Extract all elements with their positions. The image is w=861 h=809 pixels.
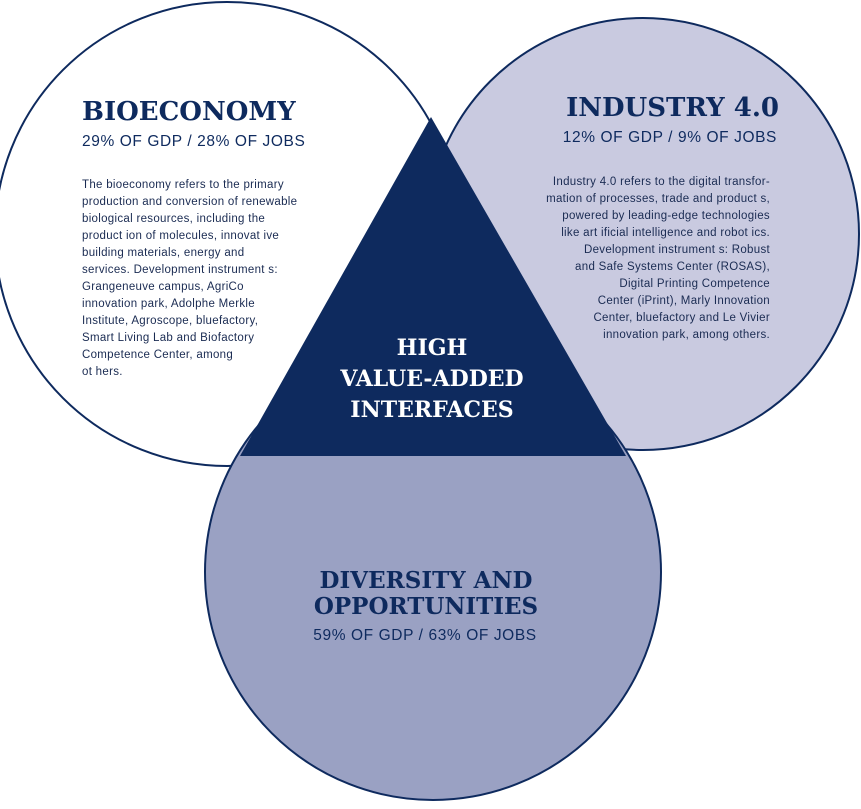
industry-line: and Safe Systems Center (ROSAS), bbox=[575, 261, 770, 273]
diversity-stats: 59% OF GDP / 63% OF JOBS bbox=[313, 627, 536, 644]
industry-description: Industry 4.0 refers to the digital trans… bbox=[546, 176, 770, 341]
bioeconomy-line: biological resources, including the bbox=[82, 213, 265, 225]
industry-line: powered by leading-edge technologies bbox=[562, 210, 770, 222]
bioeconomy-title: BIOECONOMY bbox=[82, 97, 296, 127]
industry-line: Digital Printing Competence bbox=[619, 278, 770, 290]
center-label: HIGH VALUE-ADDED INTERFACES bbox=[339, 335, 523, 423]
center-triangle bbox=[240, 117, 626, 456]
center-line: INTERFACES bbox=[350, 397, 513, 423]
industry-line: Industry 4.0 refers to the digital trans… bbox=[553, 176, 770, 188]
bioeconomy-line: product ion of molecules, innovat ive bbox=[82, 230, 279, 242]
bioeconomy-line: Competence Center, among bbox=[82, 349, 233, 361]
bioeconomy-line: Grangeneuve campus, AgriCo bbox=[82, 281, 244, 293]
bioeconomy-line: innovation park, Adolphe Merkle bbox=[82, 298, 255, 310]
diversity-title-line: DIVERSITY AND bbox=[320, 567, 533, 594]
bioeconomy-line: Smart Living Lab and Biofactory bbox=[82, 332, 254, 344]
diversity-title-line: OPPORTUNITIES bbox=[314, 593, 538, 620]
bioeconomy-description: The bioeconomy refers to the primary pro… bbox=[82, 179, 297, 378]
center-line: VALUE-ADDED bbox=[339, 366, 523, 392]
industry-stats: 12% OF GDP / 9% OF JOBS bbox=[563, 129, 777, 146]
bioeconomy-line: The bioeconomy refers to the primary bbox=[82, 179, 284, 191]
industry-line: Center, bluefactory and Le Vivier bbox=[593, 312, 770, 324]
center-line: HIGH bbox=[397, 335, 468, 361]
bioeconomy-line: ot hers. bbox=[82, 366, 123, 378]
industry-line: like art ificial intelligence and robot … bbox=[561, 227, 770, 239]
industry-line: mation of processes, trade and product s… bbox=[546, 193, 770, 205]
bioeconomy-line: production and conversion of renewable bbox=[82, 196, 297, 208]
bioeconomy-stats: 29% OF GDP / 28% OF JOBS bbox=[82, 133, 305, 150]
industry-title: INDUSTRY 4.0 bbox=[566, 93, 779, 123]
industry-line: Development instrument s: Robust bbox=[584, 244, 771, 256]
industry-line: Center (iPrint), Marly Innovation bbox=[598, 295, 770, 307]
bioeconomy-line: Institute, Agroscope, bluefactory, bbox=[82, 315, 258, 327]
bioeconomy-line: services. Development instrument s: bbox=[82, 264, 278, 276]
bioeconomy-line: building materials, energy and bbox=[82, 247, 244, 259]
industry-line: innovation park, among others. bbox=[603, 329, 770, 341]
